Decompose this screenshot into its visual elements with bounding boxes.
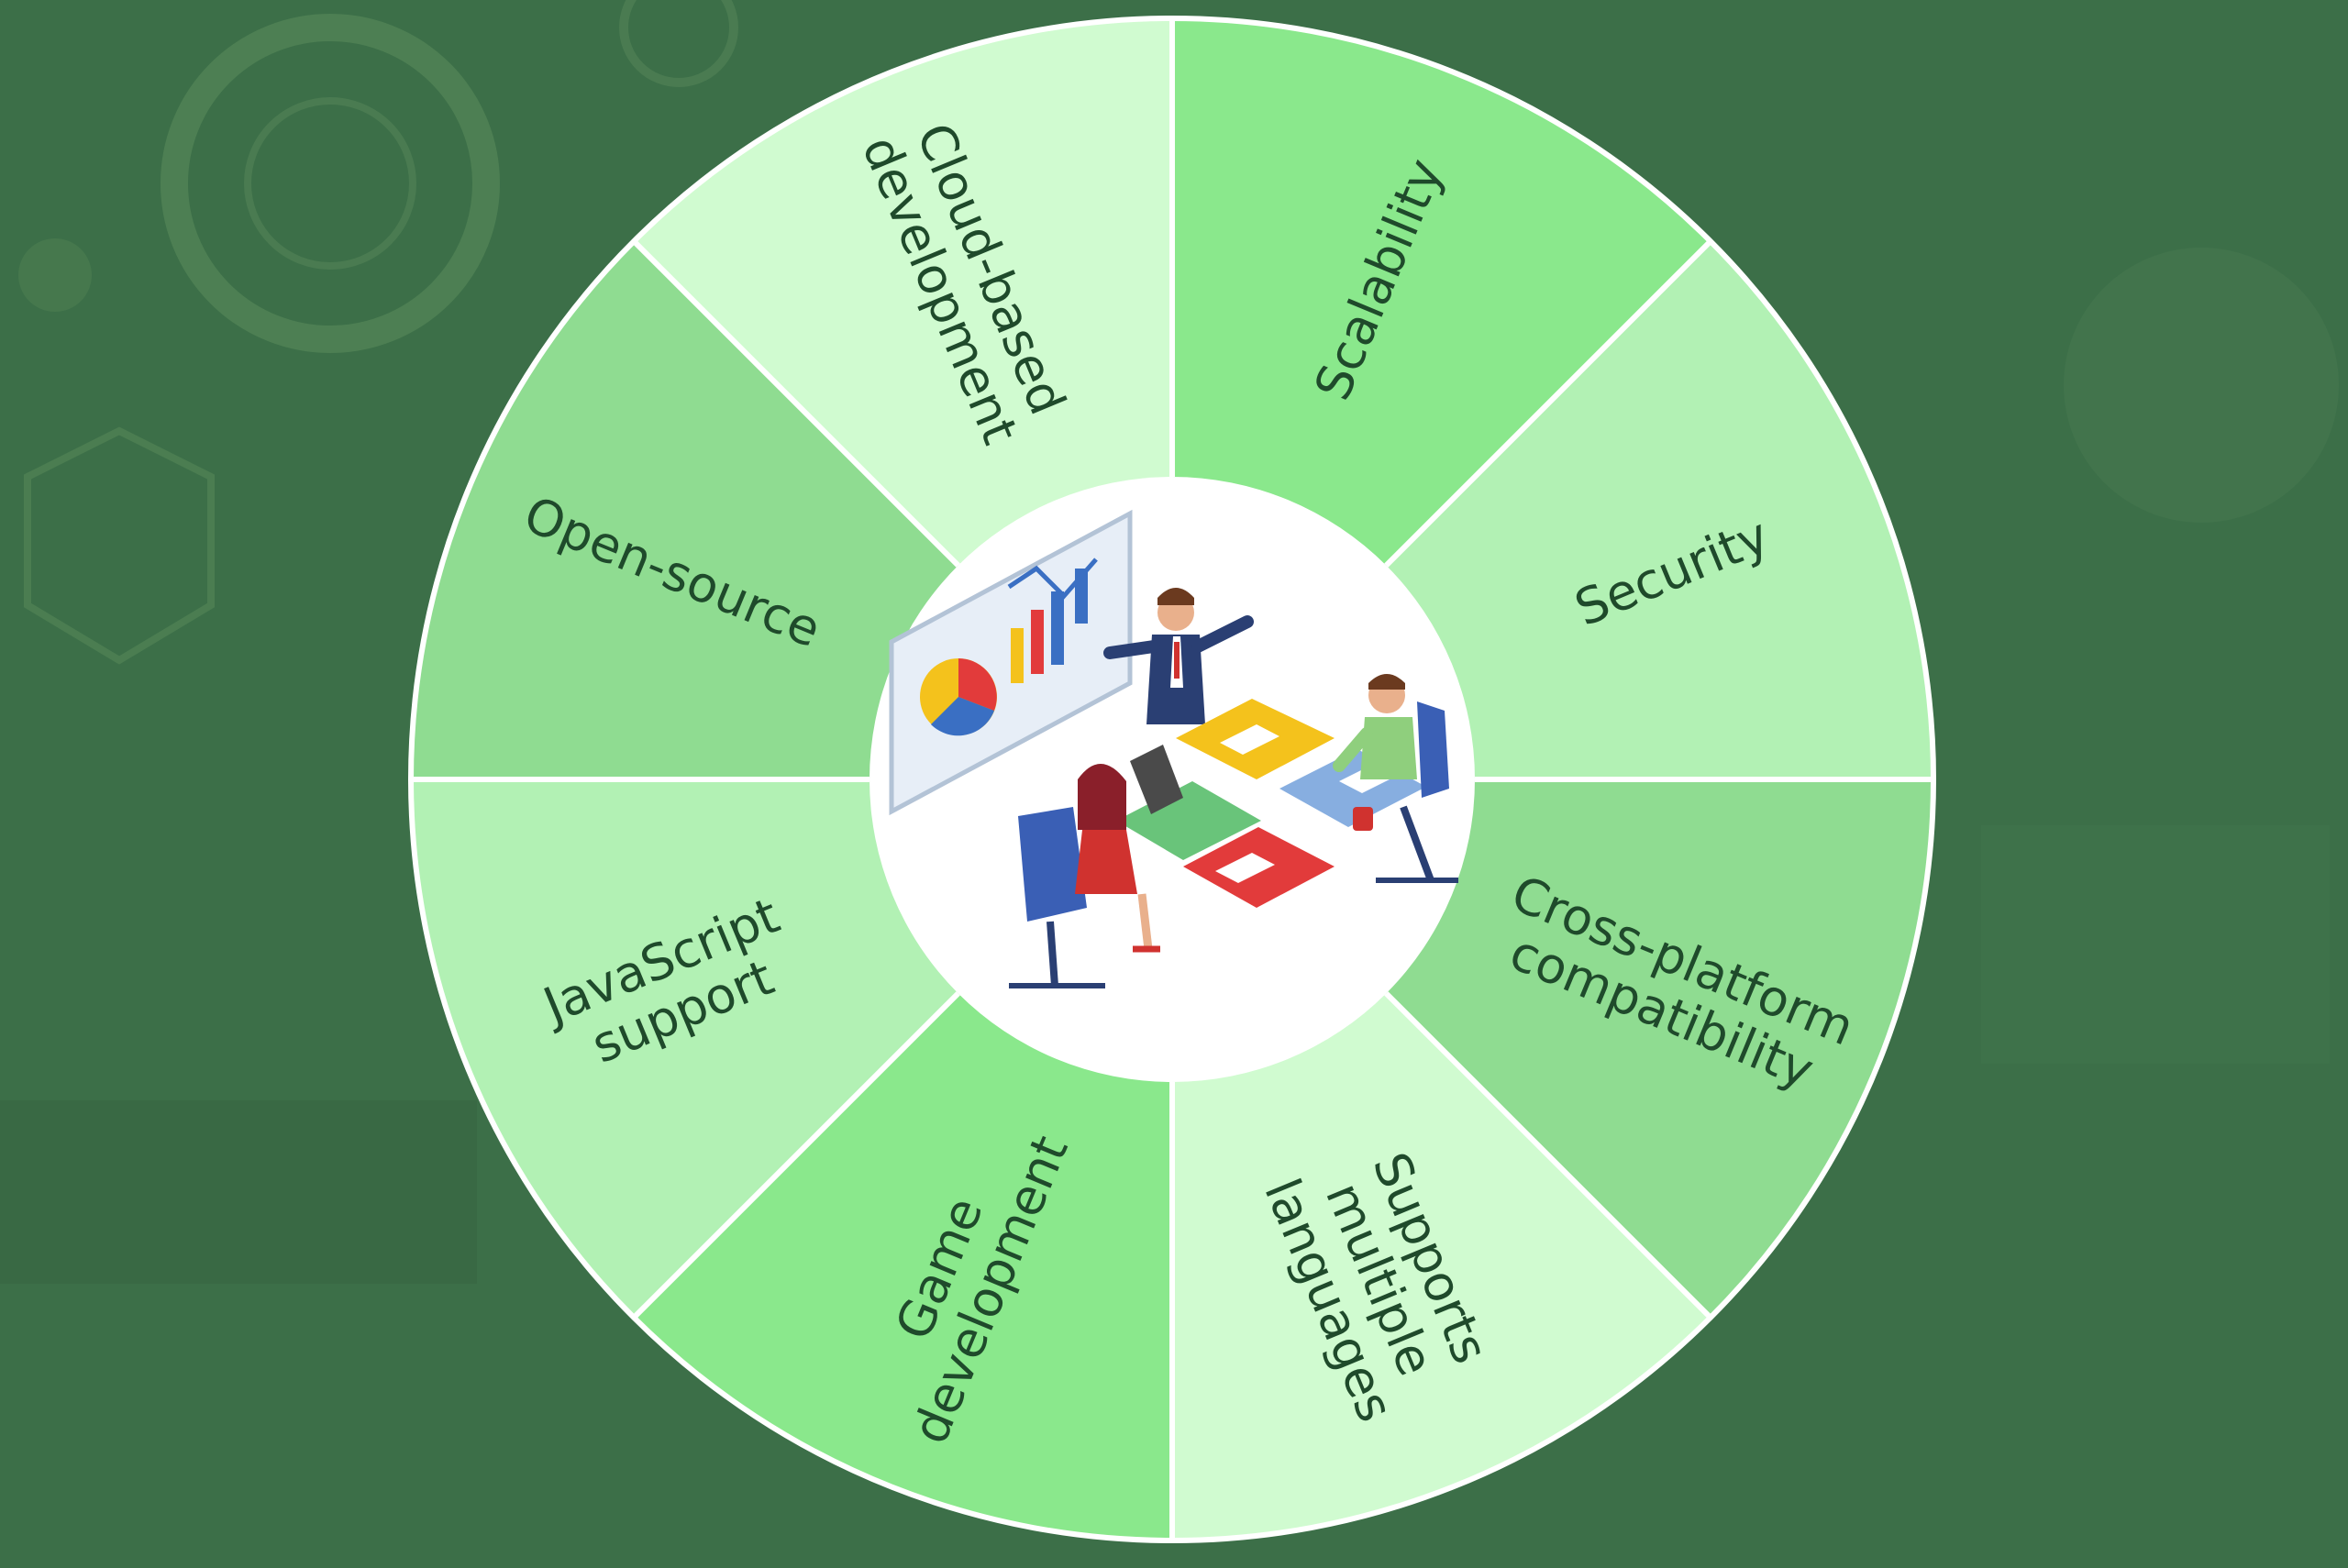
presenter-figure-icon — [1103, 588, 1254, 724]
seated-woman-icon — [1009, 745, 1183, 988]
segment-divider — [631, 991, 960, 1320]
segment-divider — [1384, 991, 1713, 1320]
team-meeting-illustration — [889, 509, 1458, 988]
puzzle-table-icon — [1116, 699, 1426, 908]
segment-divider — [1384, 238, 1713, 568]
wheel-rim — [408, 16, 1936, 1543]
segment-divider — [631, 238, 960, 568]
seated-man-icon — [1333, 674, 1458, 883]
presentation-board-icon — [889, 509, 1133, 816]
